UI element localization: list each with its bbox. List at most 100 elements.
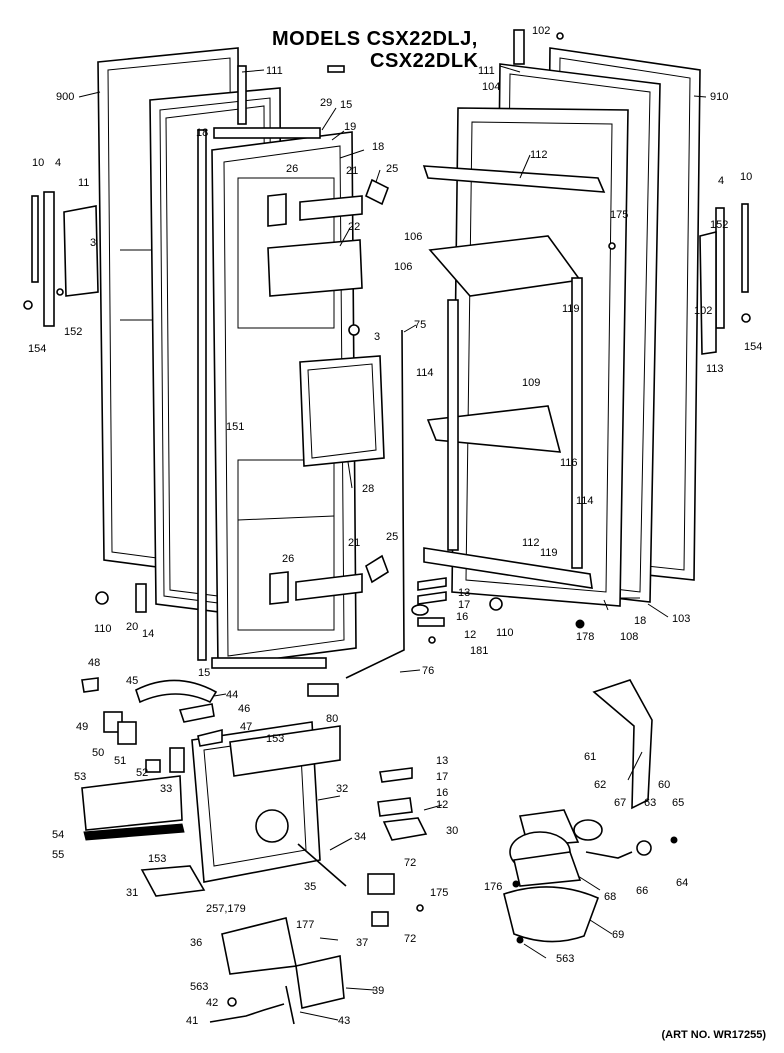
callout-80: 80 — [326, 713, 338, 725]
callout-49: 49 — [76, 721, 88, 733]
callout-46: 46 — [238, 703, 250, 715]
callout-39: 39 — [372, 985, 384, 997]
fresh-food-door-shelves — [422, 165, 606, 589]
callout-48: 48 — [88, 657, 100, 669]
callout-52: 52 — [136, 767, 148, 779]
callout-32: 32 — [336, 783, 348, 795]
callout-11-left: 11 — [78, 177, 89, 189]
callout-563-right: 563 — [556, 953, 574, 965]
callout-65: 65 — [672, 797, 684, 809]
callout-177: 177 — [296, 919, 314, 931]
callout-21-bottom: 21 — [348, 537, 360, 549]
freezer-door-breaker-strip — [197, 129, 207, 661]
callout-26-bottom: 26 — [282, 553, 294, 565]
callout-103: 103 — [672, 613, 690, 625]
callout-111-right: 111 — [478, 65, 495, 77]
callout-13-right: 13 — [458, 587, 470, 599]
art-number: (ART NO. WR17255) — [661, 1029, 766, 1041]
callout-19: 19 — [344, 121, 356, 133]
callout-15-top: 15 — [340, 99, 352, 111]
callout-53: 53 — [74, 771, 86, 783]
callout-18-mid: 18 — [196, 127, 208, 139]
callout-900: 900 — [56, 91, 74, 103]
callout-152-left: 152 — [64, 326, 82, 338]
callout-25-top: 25 — [386, 163, 398, 175]
callout-16-right: 16 — [456, 611, 468, 623]
callout-66: 66 — [636, 885, 648, 897]
callout-10-right: 10 — [740, 171, 752, 183]
callout-102-right: 102 — [694, 305, 712, 317]
callout-21-top: 21 — [346, 165, 358, 177]
callout-176: 176 — [484, 881, 502, 893]
callout-4-left: 4 — [55, 157, 61, 169]
callout-42: 42 — [206, 997, 218, 1009]
callout-152-right: 152 — [710, 219, 728, 231]
callout-3-left: 3 — [90, 237, 96, 249]
callout-35: 35 — [304, 881, 316, 893]
callout-47: 47 — [240, 721, 252, 733]
callout-37: 37 — [356, 937, 368, 949]
callout-175-right: 175 — [610, 209, 628, 221]
callout-36: 36 — [190, 937, 202, 949]
callout-60: 60 — [658, 779, 670, 791]
callout-68: 68 — [604, 891, 616, 903]
callout-54: 54 — [52, 829, 64, 841]
callout-20: 20 — [126, 621, 138, 633]
callout-12-lower: 12 — [436, 799, 448, 811]
callout-110-left: 110 — [94, 623, 112, 635]
callout-28: 28 — [362, 483, 374, 495]
callout-151: 151 — [226, 421, 244, 433]
callout-25-bottom: 25 — [386, 531, 398, 543]
callout-178: 178 — [576, 631, 594, 643]
callout-61: 61 — [584, 751, 596, 763]
callout-16-lower: 16 — [436, 787, 448, 799]
callout-62: 62 — [594, 779, 606, 791]
callout-12-right: 12 — [464, 629, 476, 641]
callout-153-top: 153 — [266, 733, 284, 745]
callout-13-lower: 13 — [436, 755, 448, 767]
callout-72-top: 72 — [404, 857, 416, 869]
callout-45: 45 — [126, 675, 138, 687]
callout-257-179: 257,179 — [206, 903, 246, 915]
title-line-1: MODELS CSX22DLJ, — [272, 28, 478, 50]
ice-dispenser-assembly — [503, 679, 678, 944]
leader-lines — [78, 65, 707, 1021]
freezer-shelf-bins — [267, 193, 363, 605]
callout-910: 910 — [710, 91, 728, 103]
callout-116: 116 — [560, 457, 578, 469]
callout-18-top: 18 — [372, 141, 384, 153]
callout-119-bottom: 119 — [540, 547, 558, 559]
dispenser-small-parts — [81, 677, 347, 897]
callout-153-bottom: 153 — [148, 853, 166, 865]
callout-154-left: 154 — [28, 343, 46, 355]
callout-109: 109 — [522, 377, 540, 389]
callout-22: 22 — [348, 221, 360, 233]
callout-113-right: 113 — [706, 363, 724, 375]
callout-111-left: 111 — [266, 65, 283, 77]
callout-114-left: 114 — [416, 367, 434, 379]
callout-17-lower: 17 — [436, 771, 448, 783]
dispenser-rod — [345, 329, 405, 679]
callout-563-left: 563 — [190, 981, 208, 993]
callout-41: 41 — [186, 1015, 198, 1027]
callout-69: 69 — [612, 929, 624, 941]
callout-112-bottom: 112 — [522, 537, 540, 549]
callout-14: 14 — [142, 628, 154, 640]
callout-119-top: 119 — [562, 303, 580, 315]
right-bottom-parts — [411, 577, 585, 644]
title-line-2: CSX22DLK — [370, 50, 479, 72]
callout-106-mid: 106 — [394, 261, 412, 273]
right-hinge-parts — [513, 29, 751, 355]
callout-112-top: 112 — [530, 149, 548, 161]
dispenser-housing — [191, 721, 341, 883]
callout-30: 30 — [446, 825, 458, 837]
callout-154-right: 154 — [744, 341, 762, 353]
callout-44: 44 — [226, 689, 238, 701]
callout-labels: 900 10 4 11 3 154 152 111 29 15 19 18 18… — [28, 25, 762, 1027]
callout-34: 34 — [354, 831, 366, 843]
callout-67: 67 — [614, 797, 626, 809]
callout-75: 75 — [414, 319, 426, 331]
dispenser-door-panel — [299, 355, 385, 467]
callout-76: 76 — [422, 665, 434, 677]
callout-55: 55 — [52, 849, 64, 861]
